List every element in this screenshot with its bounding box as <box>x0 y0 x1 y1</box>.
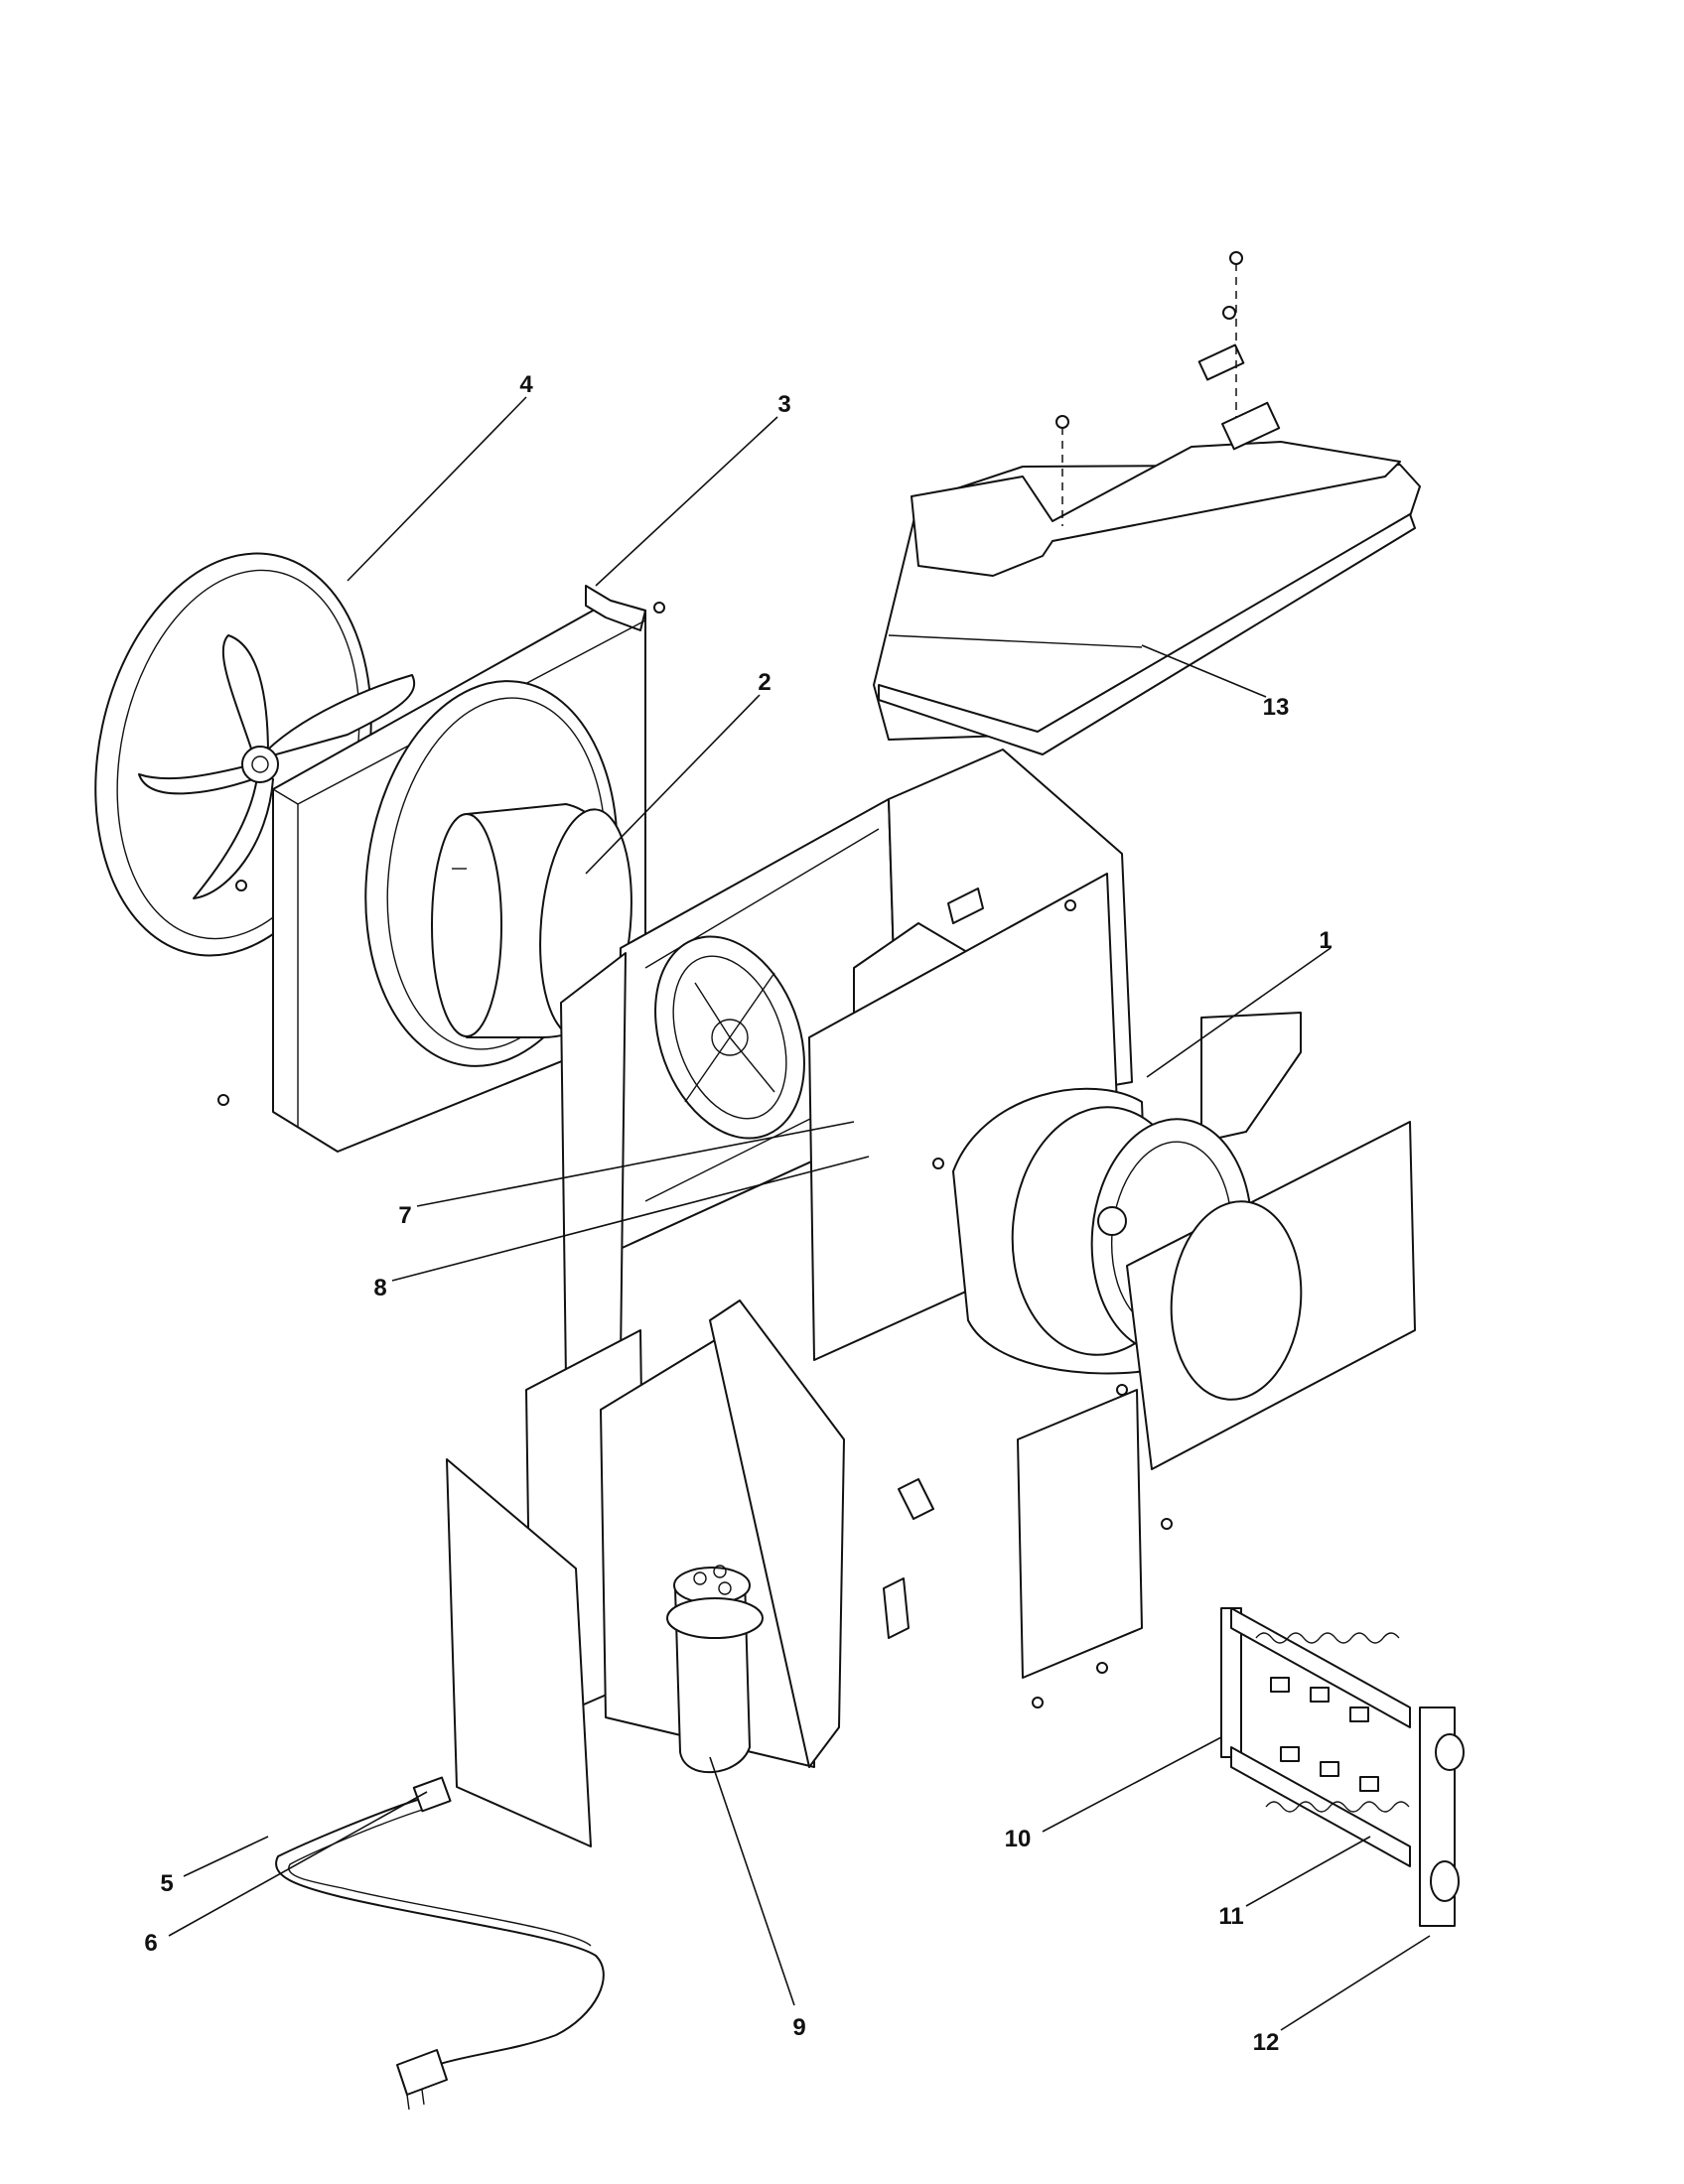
power-cord <box>275 1776 605 2111</box>
callout-10: 10 <box>1005 1826 1032 1852</box>
callout-1: 1 <box>1319 927 1332 954</box>
heater-assembly <box>1220 1607 1465 1927</box>
callout-4: 4 <box>519 371 533 398</box>
capacitor <box>666 1565 764 1774</box>
callout-13: 13 <box>1263 694 1290 721</box>
leader-lines <box>168 396 1431 2031</box>
callout-11: 11 <box>1218 1903 1243 1930</box>
lower-panels <box>446 1299 1143 1847</box>
callout-labels: 1 2 3 4 5 6 7 8 9 10 11 12 13 <box>144 371 1332 2056</box>
callout-5: 5 <box>160 1870 173 1897</box>
top-cover <box>873 251 1421 755</box>
callout-3: 3 <box>777 391 790 418</box>
callout-2: 2 <box>758 669 771 696</box>
callout-6: 6 <box>144 1930 157 1957</box>
screws <box>932 899 1173 1708</box>
callout-12: 12 <box>1253 2029 1280 2056</box>
callout-7: 7 <box>398 1202 411 1229</box>
callout-8: 8 <box>373 1275 386 1301</box>
callout-9: 9 <box>792 2014 805 2041</box>
blower-assembly <box>952 1012 1416 1470</box>
